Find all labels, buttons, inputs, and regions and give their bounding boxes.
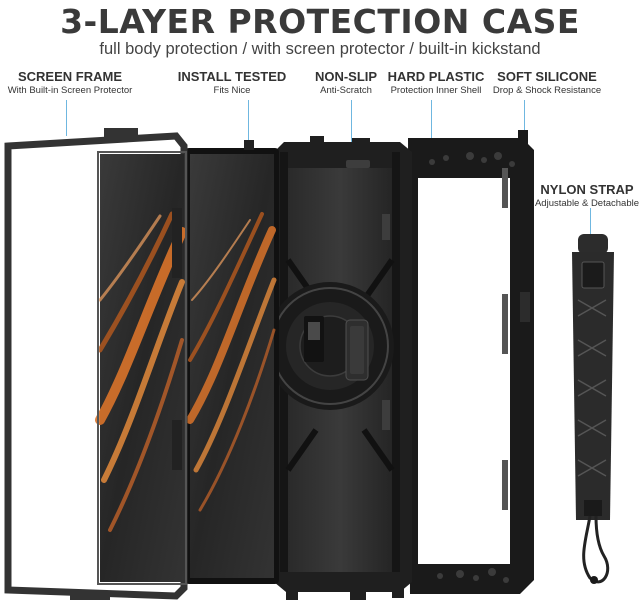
callout-heading: NON-SLIP [314, 69, 378, 84]
tablet-screen [185, 140, 279, 584]
product-title: 3-LAYER PROTECTION CASE [60, 2, 580, 41]
callout-soft-silicone: SOFT SILICONE Drop & Shock Resistance [490, 69, 604, 96]
callout-sub: Drop & Shock Resistance [492, 85, 602, 96]
leader-screen-frame [66, 100, 67, 136]
callout-sub: Protection Inner Shell [390, 85, 482, 96]
hard-plastic-shell [266, 136, 412, 600]
leader-install-tested [248, 100, 249, 140]
callout-heading: HARD PLASTIC [387, 69, 485, 84]
callout-heading: INSTALL TESTED [177, 69, 287, 84]
nylon-strap [572, 234, 614, 584]
callout-non-slip: NON-SLIP Anti-Scratch [304, 69, 388, 96]
callout-hard-plastic: HARD PLASTIC Protection Inner Shell [384, 69, 488, 96]
callout-heading: NYLON STRAP [540, 182, 634, 197]
callout-heading: SCREEN FRAME [17, 69, 122, 84]
leader-soft-silicone [524, 100, 525, 142]
callout-sub: Fits Nice [213, 85, 251, 96]
callout-heading: SOFT SILICONE [497, 69, 597, 84]
silicone-frame [408, 130, 534, 594]
callout-screen-frame: SCREEN FRAME With Built-in Screen Protec… [6, 69, 134, 96]
callout-sub: Adjustable & Detachable [534, 198, 640, 209]
callout-sub: With Built-in Screen Protector [7, 85, 133, 96]
leader-hard-plastic [431, 100, 432, 138]
callout-sub: Anti-Scratch [320, 85, 372, 96]
callout-install-tested: INSTALL TESTED Fits Nice [174, 69, 290, 96]
leader-nylon-strap [590, 208, 591, 244]
product-subtitle: full body protection / with screen prote… [99, 40, 541, 58]
screen-frame [4, 128, 188, 600]
callout-nylon-strap: NYLON STRAP Adjustable & Detachable [532, 182, 640, 209]
